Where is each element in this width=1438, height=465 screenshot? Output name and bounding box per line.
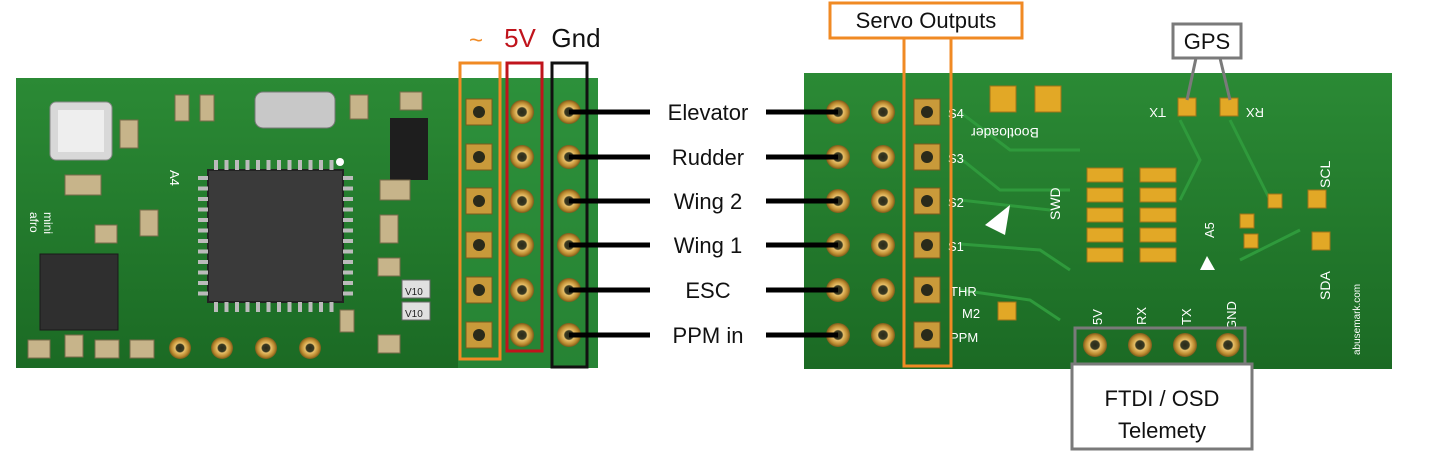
v10-component-a (401, 279, 431, 299)
channel-label: PPM in (673, 323, 744, 348)
silk-swd: SWD (1047, 187, 1063, 220)
crystal-component (254, 91, 336, 129)
ground-header-label: Gnd (551, 23, 600, 53)
silk-bootloader: Bootloader (971, 125, 1039, 141)
channel-label: ESC (685, 278, 730, 303)
gps-callout (1171, 22, 1243, 60)
ftdi-label-line2: Telemety (1118, 418, 1206, 443)
silk-5v: 5V (1090, 309, 1105, 325)
gps-rx-pad (1219, 97, 1239, 117)
silk-sda: SDA (1317, 271, 1333, 300)
left-board: A4 afro mini V10 V10 (16, 78, 598, 368)
pin1-marker (336, 158, 344, 166)
silk-brand-1: afro (27, 212, 41, 233)
silk-thr: THR (950, 284, 977, 299)
mcu-chip (207, 169, 344, 303)
left-bottom-holes (169, 337, 321, 359)
left-pin-header (465, 98, 581, 349)
gps-leader-rx (1218, 57, 1232, 101)
silk-v10-a: V10 (405, 287, 423, 298)
silk-m2: M2 (962, 306, 980, 321)
triangle-marker (1200, 256, 1215, 270)
bootloader-pad-1 (989, 85, 1017, 113)
power-column-box (505, 61, 544, 353)
ground-column-box (550, 61, 589, 369)
channel-label: Wing 2 (674, 189, 742, 214)
gps-label: GPS (1184, 29, 1230, 54)
ftdi-label-line1: FTDI / OSD (1105, 386, 1220, 411)
silk-tx: TX (1179, 308, 1194, 325)
silk-gps-rx: RX (1246, 105, 1264, 120)
servo-outputs-callout (828, 1, 1024, 40)
barometer-top (58, 110, 104, 152)
mcu-pins (198, 160, 353, 312)
silk-url: abusemark.com (1352, 284, 1363, 355)
channel-label: Rudder (672, 145, 744, 170)
i2c-pads (997, 189, 1331, 321)
swd-pads (1086, 167, 1177, 263)
signal-header-label: ~ (469, 27, 483, 54)
bootloader-pad-2 (1034, 85, 1062, 113)
silk-v10-b: V10 (405, 309, 423, 320)
right-board: S4 S3 S2 S1 THR M2 PPM Bootloader TX RX … (804, 73, 1392, 369)
traces (959, 110, 1301, 322)
pin-header-area (458, 78, 598, 368)
right-pin-header (826, 98, 941, 349)
channel-label: Elevator (668, 100, 749, 125)
silk-a4: A4 (167, 170, 182, 186)
channel-label: Wing 1 (674, 233, 742, 258)
arrow-marker (985, 205, 1010, 235)
silk-a5: A5 (1202, 222, 1217, 238)
v10-component-b (401, 301, 431, 321)
silk-gps-tx: TX (1149, 105, 1166, 120)
passive-components (27, 91, 423, 359)
signal-column-box (458, 61, 502, 361)
regulator-component (390, 118, 428, 180)
gps-tx-pad (1177, 97, 1197, 117)
gps-leader-tx (1185, 57, 1198, 101)
silk-ppm: PPM (950, 330, 978, 345)
sensor-chip (39, 253, 119, 331)
silk-gnd: GND (1224, 301, 1239, 330)
servo-outputs-label: Servo Outputs (856, 8, 997, 33)
ftdi-pin-header (1083, 333, 1240, 357)
power-header-label: 5V (504, 23, 536, 53)
ftdi-callout (1070, 362, 1254, 451)
silk-scl: SCL (1317, 161, 1333, 188)
silk-rx: RX (1134, 307, 1149, 325)
silk-brand-2: mini (41, 212, 55, 234)
